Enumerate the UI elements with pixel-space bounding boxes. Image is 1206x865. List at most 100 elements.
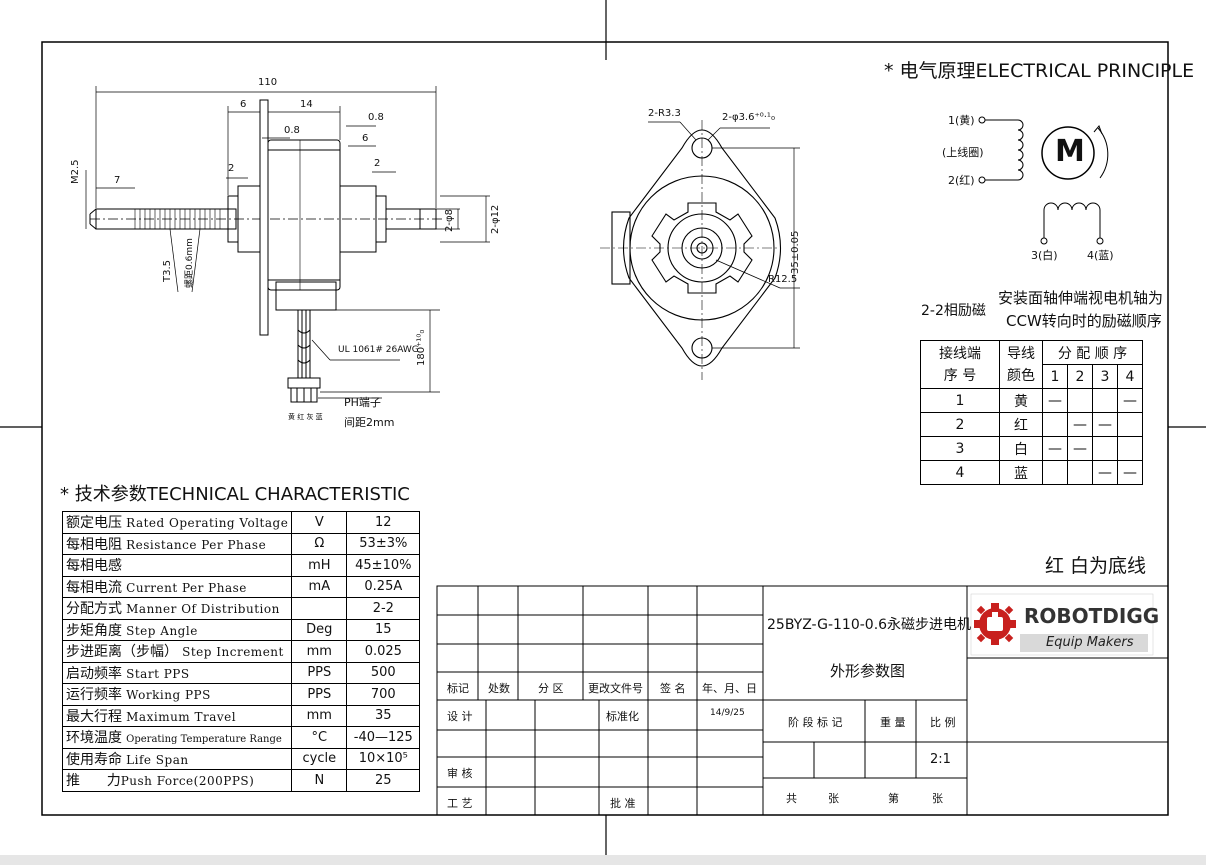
sheet-no-label: 第 xyxy=(888,792,899,805)
step-2: 2 xyxy=(1067,364,1093,389)
dim-6a: 6 xyxy=(240,99,247,110)
dim-6b: 6 xyxy=(362,133,369,144)
row-no: 2 xyxy=(920,412,1000,437)
row-mark: — xyxy=(1117,460,1143,485)
row-mark xyxy=(1042,460,1068,485)
param-value: 0.025 xyxy=(346,640,421,663)
param-unit: Ω xyxy=(291,532,348,555)
dim-2a: 2 xyxy=(228,163,235,174)
electrical-title: * 电气原理ELECTRICAL PRINCIPLE xyxy=(884,60,1195,82)
design-label: 设 计 xyxy=(447,710,473,723)
param-unit: mA xyxy=(291,575,348,598)
param-value: 15 xyxy=(346,618,421,641)
dim-2b: 2 xyxy=(374,158,381,169)
row-mark xyxy=(1117,436,1143,461)
param-en: Current Per Phase xyxy=(126,580,247,595)
dim-hole: 2-φ3.6⁺⁰·¹₀ xyxy=(722,112,775,123)
dim-r12.5: R12.5 xyxy=(768,274,798,285)
date-label: 年、月、日 xyxy=(702,682,757,695)
scale-label: 比 例 xyxy=(930,716,956,729)
param-zh: 最大行程 xyxy=(66,708,122,725)
base-wire-note: 红 白为底线 xyxy=(1045,555,1147,577)
param-zh: 环境温度 xyxy=(66,730,122,747)
table-row: 3 白 — — xyxy=(920,436,1143,461)
row-mark xyxy=(1042,412,1068,437)
wire-4-label: 4(蓝) xyxy=(1087,249,1114,262)
param-unit: cycle xyxy=(291,747,348,770)
row-mark: — xyxy=(1092,412,1118,437)
param-en: Manner Of Distribution xyxy=(126,602,280,617)
ccw-note-2: CCW转向时的励磁顺序 xyxy=(1006,312,1162,330)
phase-label: 2-2相励磁 xyxy=(921,303,986,319)
param-unit: °C xyxy=(291,726,348,749)
table-row: 2 红 — — xyxy=(920,412,1143,437)
dim-total-length: 110 xyxy=(258,77,278,88)
color-header-2: 颜色 xyxy=(1007,367,1035,384)
dim-pitch: 螺距0.6mm xyxy=(185,238,195,288)
row-mark: — xyxy=(1117,388,1143,413)
row-color: 黄 xyxy=(999,388,1043,413)
step-1: 1 xyxy=(1042,364,1068,389)
param-en: Working PPS xyxy=(126,688,211,703)
param-en: Resistance Per Phase xyxy=(126,537,267,552)
row-no: 1 xyxy=(920,388,1000,413)
model-name: 25BYZ-G-110-0.6永磁步进电机 xyxy=(767,617,972,633)
review-label: 审 核 xyxy=(447,767,473,780)
wire-2-label: 2(红) xyxy=(948,174,975,187)
row-mark xyxy=(1117,412,1143,437)
row-mark: — xyxy=(1067,412,1093,437)
process-label: 工 艺 xyxy=(447,797,473,810)
title-block-grid xyxy=(436,585,1169,816)
front-view xyxy=(600,120,782,380)
side-view xyxy=(89,99,445,403)
steps-header: 分 配 顺 序 xyxy=(1042,340,1143,365)
dim-7: 7 xyxy=(114,175,121,186)
dim-phi12: 2-φ12 xyxy=(490,204,501,234)
table-row: 环境温度 Operating Temperature Range°C-40—12… xyxy=(61,726,421,749)
param-unit: N xyxy=(291,769,348,792)
dim-m2.5: M2.5 xyxy=(70,159,81,184)
dim-35: 35±0.05 xyxy=(790,230,801,274)
logo-brand: ROBOTDIGG xyxy=(1024,604,1160,628)
param-unit: mm xyxy=(291,704,348,727)
row-mark: — xyxy=(1092,460,1118,485)
terminal-header-2: 序 号 xyxy=(943,367,977,384)
step-4: 4 xyxy=(1117,364,1143,389)
electrical-schematic xyxy=(978,116,1109,245)
param-zh: 使用寿命 xyxy=(66,751,122,768)
step-3: 3 xyxy=(1092,364,1118,389)
param-unit: V xyxy=(291,511,348,534)
cable-spec: UL 1061# 26AWG xyxy=(338,345,419,355)
param-en: Maximum Travel xyxy=(126,709,237,724)
count-label: 处数 xyxy=(488,682,510,695)
date-value: 14/9/25 xyxy=(710,708,745,718)
param-zh: 步进距离（步幅） xyxy=(66,644,178,661)
logo-tagline: Equip Makers xyxy=(1046,635,1134,650)
param-en: Life Span xyxy=(126,752,189,767)
param-en: Start PPS xyxy=(126,666,190,681)
technical-title: * 技术参数TECHNICAL CHARACTERISTIC xyxy=(60,484,410,505)
param-value: 35 xyxy=(346,704,421,727)
pitch-label: 间距2mm xyxy=(344,416,395,429)
dim-t3.5: T3.5 xyxy=(162,259,173,282)
color-header-1: 导线 xyxy=(1007,345,1035,362)
wire-3-label: 3(白) xyxy=(1031,249,1058,262)
param-unit: mm xyxy=(291,640,348,663)
sheets-label-1: 张 xyxy=(828,792,839,805)
param-value: 12 xyxy=(346,511,421,534)
robotdigg-logo xyxy=(970,593,1154,656)
param-value: 10×10⁵ xyxy=(346,747,421,770)
param-value: 700 xyxy=(346,683,421,706)
sheets-label-2: 张 xyxy=(932,792,943,805)
param-zh: 每相电感 xyxy=(66,558,122,575)
